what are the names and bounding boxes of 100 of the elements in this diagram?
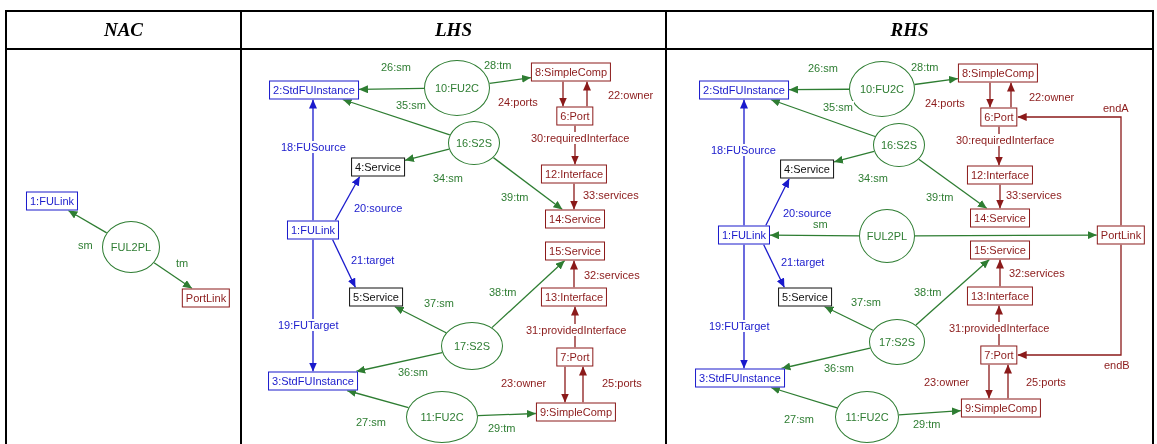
arrow <box>913 75 959 86</box>
mapping-ellipse: 11:FU2C <box>835 391 899 443</box>
object-box: 14:Service <box>970 208 1030 228</box>
edge-label: 25:ports <box>601 377 643 389</box>
arrow <box>1017 113 1122 227</box>
arrow <box>559 80 567 108</box>
arrow <box>740 98 748 227</box>
column-heading: NAC <box>7 12 240 50</box>
object-box: 6:Port <box>980 107 1018 127</box>
edge-label: 35:sm <box>822 101 854 113</box>
arrow <box>355 351 443 374</box>
edge-label: 32:services <box>583 269 641 281</box>
edge-label: 38:tm <box>488 286 518 298</box>
edge-label: 34:sm <box>432 172 464 184</box>
edge-label: 23:owner <box>923 376 971 388</box>
object-box: 13:Interface <box>540 287 608 307</box>
mapping-ellipse: FUL2PL <box>102 221 160 273</box>
edge-label: 34:sm <box>857 172 889 184</box>
column-heading: LHS <box>242 12 665 50</box>
arrow <box>788 85 850 94</box>
object-box: 12:Interface <box>966 165 1034 185</box>
arrow <box>488 74 532 85</box>
edge-label: 31:providedInterface <box>525 324 628 336</box>
object-box: 13:Interface <box>966 286 1034 306</box>
object-box: 1:FULink <box>718 225 770 245</box>
edge-label: 33:services <box>582 189 640 201</box>
object-box: 8:SimpleComp <box>530 62 612 82</box>
edge-label: 23:owner <box>500 377 548 389</box>
arrow <box>1007 81 1015 109</box>
object-box: 7:Port <box>556 347 594 367</box>
edge-label: 35:sm <box>395 99 427 111</box>
arrow <box>770 386 838 409</box>
arrow <box>996 258 1004 288</box>
edge-label: 28:tm <box>910 61 940 73</box>
arrow <box>762 243 786 289</box>
object-box: 9:SimpleComp <box>535 402 617 422</box>
arrow <box>492 156 564 211</box>
arrow <box>491 259 566 329</box>
arrow <box>985 363 993 400</box>
arrow <box>404 148 450 162</box>
mapping-ellipse: 16:S2S <box>448 121 500 165</box>
arrow <box>346 389 410 409</box>
arrow <box>1004 363 1012 400</box>
arrow <box>996 183 1004 210</box>
arrow <box>334 175 361 222</box>
arrow <box>561 365 569 404</box>
edge-label: 19:FUTarget <box>277 319 340 331</box>
edge-label: 24:ports <box>924 97 966 109</box>
object-box: 2:StdFUInstance <box>269 80 359 100</box>
arrow <box>898 407 962 416</box>
arrow <box>915 258 990 326</box>
edge-label: 30:requiredInterface <box>955 134 1056 146</box>
arrow <box>570 182 578 211</box>
edge-label: 32:services <box>1008 267 1066 279</box>
arrow <box>309 98 317 222</box>
edge-label: 21:target <box>780 256 826 268</box>
arrow <box>769 231 860 240</box>
arrow <box>309 238 317 373</box>
object-box: PortLink <box>1096 225 1146 245</box>
object-box: 5:Service <box>778 287 832 307</box>
arrow <box>579 365 587 404</box>
arrow <box>331 238 357 289</box>
arrow <box>477 409 537 418</box>
edge-label: 30:requiredInterface <box>530 132 631 144</box>
column-heading: RHS <box>667 12 1152 50</box>
edge-label: 37:sm <box>423 297 455 309</box>
edge-label: 21:target <box>350 254 396 266</box>
arrow <box>770 98 876 138</box>
edge-label: 36:sm <box>397 366 429 378</box>
arrow <box>833 150 875 164</box>
edge-label: 36:sm <box>823 362 855 374</box>
object-box: 6:Port <box>556 106 594 126</box>
object-box: 4:Service <box>351 157 405 177</box>
edge-label: 22:owner <box>607 89 655 101</box>
object-box: 12:Interface <box>540 164 608 184</box>
edge-label: 20:source <box>353 202 404 214</box>
mapping-ellipse: 16:S2S <box>873 123 925 167</box>
arrow <box>153 262 193 290</box>
object-box: 3:StdFUInstance <box>268 371 358 391</box>
object-box: 1:FULink <box>26 191 78 211</box>
edge-label: 25:ports <box>1025 376 1067 388</box>
edge-label: 33:services <box>1005 189 1063 201</box>
arrow <box>583 80 591 108</box>
arrow <box>342 98 451 136</box>
arrow <box>358 85 425 94</box>
edge-label: 28:tm <box>483 59 513 71</box>
arrow <box>393 305 447 334</box>
mapping-ellipse: FUL2PL <box>859 209 915 263</box>
edge-label: 38:tm <box>913 286 943 298</box>
object-box: 1:FULink <box>287 220 339 240</box>
object-box: 9:SimpleComp <box>960 398 1042 418</box>
object-box: 4:Service <box>780 159 834 179</box>
arrow <box>986 81 994 109</box>
edge-label: 31:providedInterface <box>948 322 1051 334</box>
edge-label: 27:sm <box>783 413 815 425</box>
arrow <box>740 243 748 370</box>
arrow <box>765 177 790 227</box>
edge-label: 19:FUTarget <box>708 320 771 332</box>
edge-label: endB <box>1103 359 1131 371</box>
edge-label: 27:sm <box>355 416 387 428</box>
